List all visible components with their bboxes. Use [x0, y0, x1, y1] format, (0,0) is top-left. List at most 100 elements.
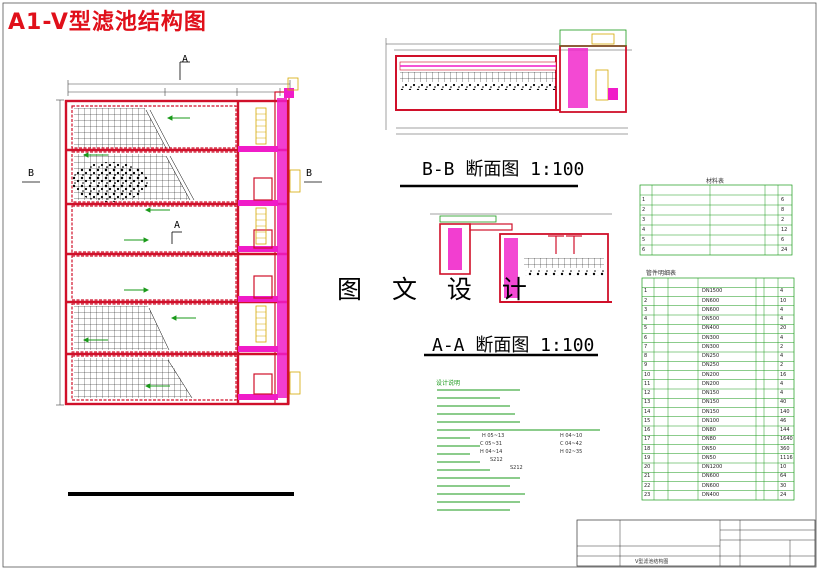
title-block	[576, 519, 816, 567]
parts-cell-no: 20	[644, 464, 651, 470]
parts-cell-no: 14	[644, 408, 651, 415]
parts-cell-qty: 46	[780, 417, 787, 424]
parts-table-title: 管件明细表	[646, 270, 677, 277]
parts-cell-dn: DN50	[702, 454, 716, 461]
parts-cell-dn: DN150	[702, 399, 720, 406]
parts-cell-no: 9	[644, 362, 648, 369]
parts-cell-no: 4	[644, 316, 648, 322]
parts-cell-dn: DN600	[702, 297, 720, 304]
parts-cell-qty: 1640	[780, 436, 793, 443]
materials-cell-no: 4	[642, 227, 646, 233]
parts-cell-no: 8	[644, 353, 648, 359]
notes-code: H 04~14	[480, 449, 503, 455]
parts-cell-dn: DN1500	[702, 288, 723, 295]
materials-cell-no: 1	[642, 197, 646, 203]
parts-cell-qty: 20	[780, 325, 787, 332]
parts-cell-no: 1	[644, 288, 648, 295]
parts-cell-no: 15	[644, 417, 651, 424]
parts-cell-qty: 4	[780, 316, 784, 322]
parts-cell-dn: DN500	[702, 316, 720, 322]
parts-cell-qty: 140	[780, 408, 790, 415]
notes-code: H 02~35	[560, 449, 583, 455]
section-mark-right-b: B	[306, 168, 313, 179]
parts-cell-dn: DN1200	[702, 464, 723, 470]
parts-table	[641, 277, 795, 501]
materials-cell-qty: 24	[781, 247, 788, 253]
parts-cell-qty: 1116	[780, 454, 793, 461]
materials-cell-no: 6	[642, 247, 646, 253]
section-mark-top-a: A	[182, 54, 189, 65]
parts-cell-dn: DN150	[702, 390, 720, 396]
section-aa-view	[424, 213, 612, 357]
section-aa-label: A-A 断面图 1:100	[432, 335, 595, 356]
parts-cell-no: 22	[644, 482, 651, 489]
materials-cell-qty: 8	[781, 207, 785, 213]
parts-cell-qty: 4	[780, 353, 784, 359]
materials-cell-qty: 6	[781, 197, 785, 203]
parts-cell-qty: 4	[780, 306, 784, 313]
parts-cell-dn: DN150	[702, 408, 720, 415]
notes-code: S212	[510, 465, 523, 471]
parts-cell-dn: DN200	[702, 371, 720, 378]
parts-cell-dn: DN400	[702, 325, 720, 332]
parts-cell-dn: DN250	[702, 362, 720, 369]
parts-cell-qty: 4	[780, 380, 784, 387]
parts-cell-dn: DN300	[702, 334, 720, 341]
section-bb-view	[385, 29, 632, 188]
drawing-title: A1-V型滤池结构图	[8, 10, 207, 35]
parts-cell-dn: DN600	[702, 306, 720, 313]
parts-cell-qty: 4	[780, 288, 784, 295]
materials-cell-no: 3	[642, 217, 646, 223]
notes-code: S212	[490, 457, 503, 463]
section-bb-label: B-B 断面图 1:100	[422, 159, 585, 180]
parts-cell-no: 18	[644, 445, 651, 452]
design-notes	[437, 389, 600, 511]
parts-cell-qty: 4	[780, 334, 784, 341]
title-block-project: V型滤池结构图	[635, 559, 669, 565]
parts-cell-no: 2	[644, 297, 648, 304]
notes-title: 设计说明	[436, 380, 461, 387]
section-mark-mid-a: A	[174, 220, 181, 231]
parts-cell-no: 21	[644, 473, 651, 480]
parts-cell-qty: 10	[780, 297, 787, 304]
parts-cell-qty: 64	[780, 473, 787, 480]
parts-cell-qty: 144	[780, 427, 790, 433]
parts-cell-dn: DN600	[702, 482, 720, 489]
notes-code: H 04~10	[560, 433, 583, 439]
section-mark-left-b: B	[28, 168, 35, 179]
materials-cell-no: 5	[642, 237, 646, 243]
materials-cell-qty: 12	[781, 227, 788, 233]
parts-cell-no: 13	[644, 399, 651, 406]
parts-cell-qty: 360	[780, 445, 790, 452]
parts-cell-no: 6	[644, 334, 648, 341]
notes-code: C 05~31	[480, 441, 502, 447]
materials-table	[639, 184, 793, 256]
parts-cell-no: 19	[644, 454, 651, 461]
parts-cell-qty: 10	[780, 464, 787, 470]
parts-cell-no: 3	[644, 306, 648, 313]
parts-cell-dn: DN100	[702, 417, 720, 424]
notes-code: H 05~13	[482, 433, 505, 439]
parts-cell-qty: 24	[780, 491, 787, 498]
notes-code: C 04~42	[560, 441, 582, 447]
parts-cell-dn: DN300	[702, 343, 720, 350]
parts-cell-dn: DN80	[702, 436, 716, 443]
watermark-text: 图 文 设 计	[337, 275, 538, 304]
materials-table-title: 材料表	[706, 178, 725, 185]
parts-cell-qty: 4	[780, 390, 784, 396]
parts-cell-no: 7	[644, 343, 648, 350]
parts-cell-qty: 2	[780, 343, 784, 350]
parts-cell-qty: 2	[780, 362, 784, 369]
parts-cell-no: 11	[644, 380, 651, 387]
plan-view	[22, 61, 322, 496]
parts-cell-dn: DN50	[702, 445, 716, 452]
parts-cell-no: 10	[644, 371, 651, 378]
parts-cell-no: 17	[644, 436, 651, 443]
parts-cell-dn: DN600	[702, 473, 720, 480]
parts-cell-no: 12	[644, 390, 651, 396]
parts-cell-dn: DN250	[702, 353, 720, 359]
parts-cell-dn: DN80	[702, 427, 716, 433]
parts-cell-qty: 16	[780, 371, 787, 378]
materials-cell-qty: 2	[781, 217, 785, 223]
